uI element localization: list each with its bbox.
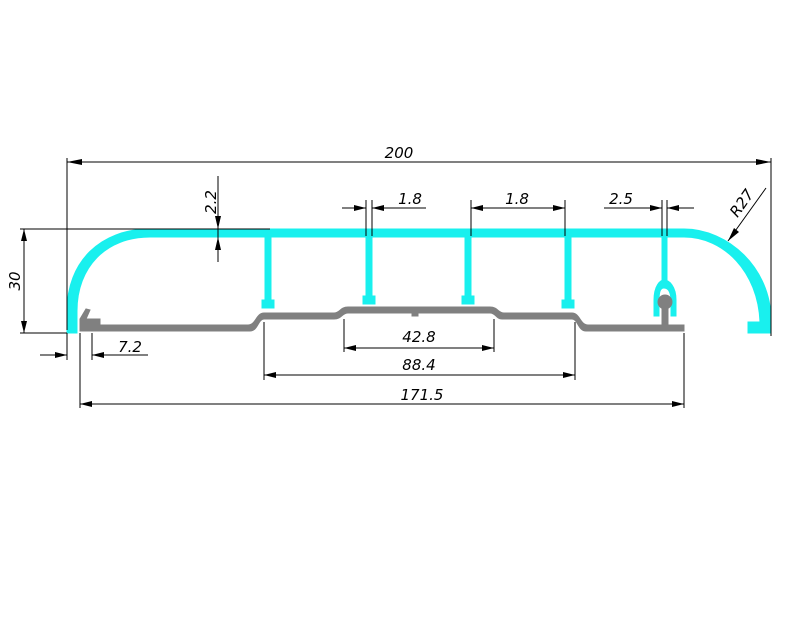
clip-width-label: 2.5 [609, 190, 633, 208]
dimension-overall-width: 200 [66, 144, 772, 336]
dimension-rib-right: 1.8 [470, 190, 566, 236]
rib-2-foot [362, 295, 376, 305]
rib-2 [365, 236, 373, 300]
clip-leg [661, 236, 668, 288]
rib-3 [464, 236, 472, 300]
dimension-base-width: 171.5 [79, 333, 685, 408]
middle-span-label: 88.4 [402, 356, 435, 374]
dimension-top-wall: 2.2 [150, 176, 270, 262]
cyan-cover-profile [66, 228, 772, 334]
clip-pin-stem [661, 304, 669, 326]
base-centre-notch [411, 312, 419, 317]
rib-4-foot [561, 299, 575, 309]
foot-width-label: 7.2 [118, 338, 142, 356]
dimension-height: 30 [6, 228, 152, 334]
base-width-label: 171.5 [401, 386, 444, 404]
rib-4 [564, 236, 572, 304]
dimension-middle-span: 88.4 [263, 322, 576, 380]
dimension-clip: 2.5 [604, 190, 694, 236]
rib-right-label: 1.8 [505, 190, 529, 208]
radius-label: R27 [726, 186, 758, 221]
center-channel-label: 42.8 [402, 328, 435, 346]
overall-width-label: 200 [385, 144, 414, 162]
base-strip [79, 306, 685, 332]
height-label: 30 [6, 271, 24, 290]
grey-base-profile [79, 294, 685, 332]
rib-1 [264, 236, 272, 304]
dimension-rib-left: 1.8 [342, 190, 426, 236]
rib-left-label: 1.8 [398, 190, 422, 208]
rib-3-foot [461, 295, 475, 305]
dimension-radius: R27 [726, 186, 767, 242]
cover-top-plate [66, 228, 772, 334]
top-wall-label: 2.2 [202, 190, 220, 214]
dimension-center-channel: 42.8 [343, 319, 495, 352]
dimension-foot: 7.2 [40, 333, 148, 360]
rib-1-foot [261, 299, 275, 309]
